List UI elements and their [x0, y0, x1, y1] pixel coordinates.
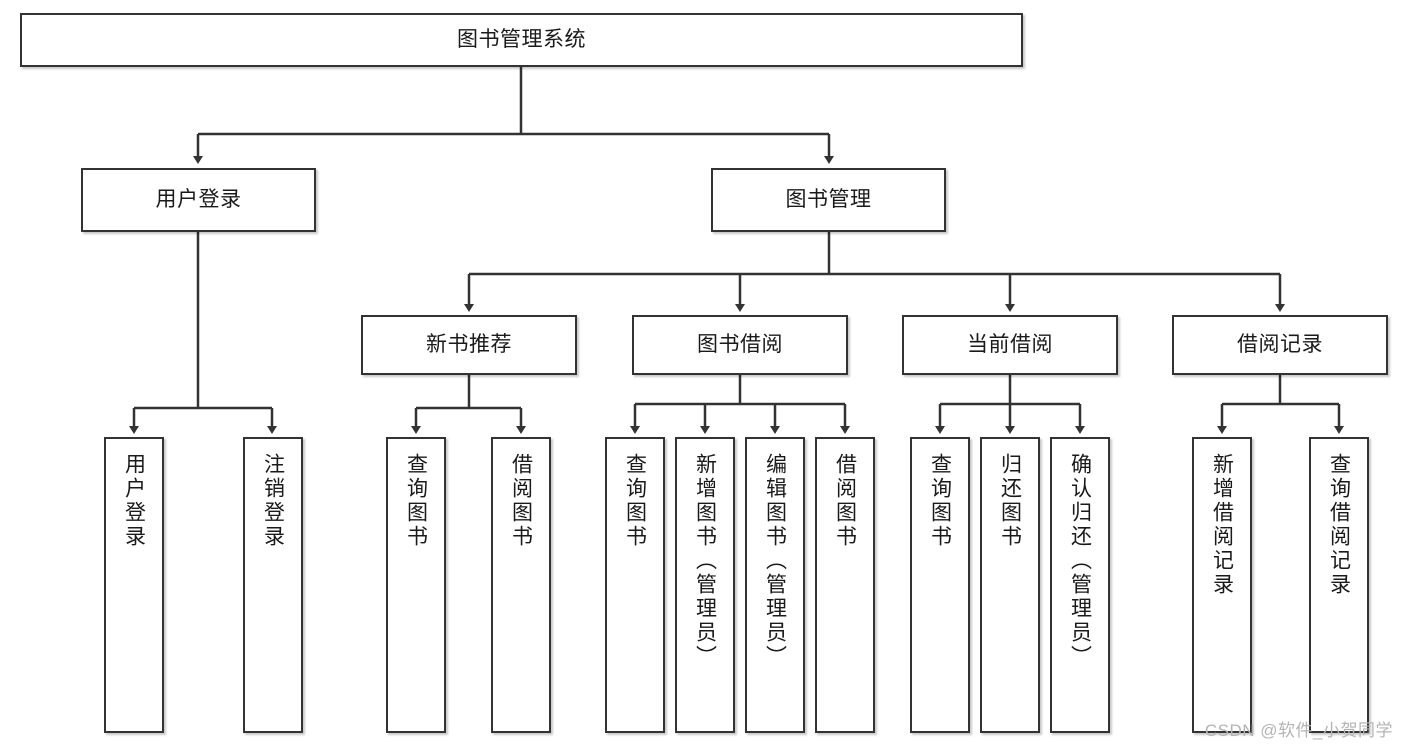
node-label: 图书管理: [785, 187, 872, 211]
node-label: 用户登录: [122, 453, 146, 549]
node-user-login[interactable]: 用户登录: [81, 168, 316, 232]
node-label: 新书推荐: [426, 332, 512, 356]
node-label: 编辑图书（管理员）: [763, 453, 787, 669]
leaf-new-book-borrow-book[interactable]: 借阅图书: [491, 437, 551, 733]
leaf-book-borrow-add-book[interactable]: 新增图书（管理员）: [675, 437, 735, 733]
leaf-borrow-record-add-record[interactable]: 新增借阅记录: [1192, 437, 1252, 733]
leaf-current-borrow-query-book[interactable]: 查询图书: [910, 437, 970, 733]
leaf-user-login-logout[interactable]: 注销登录: [243, 437, 303, 733]
leaf-borrow-record-query-record[interactable]: 查询借阅记录: [1309, 437, 1369, 733]
node-label: 新增图书（管理员）: [693, 453, 717, 669]
node-book-borrow[interactable]: 图书借阅: [632, 315, 848, 375]
node-label: 确认归还（管理员）: [1068, 453, 1092, 669]
node-new-book-recommend[interactable]: 新书推荐: [361, 315, 577, 375]
node-label: 当前借阅: [967, 332, 1053, 356]
node-label: 查询图书: [928, 453, 952, 549]
node-label: 图书管理系统: [457, 27, 586, 51]
node-label: 注销登录: [261, 453, 285, 549]
node-label: 归还图书: [998, 453, 1022, 549]
leaf-user-login-login[interactable]: 用户登录: [104, 437, 164, 733]
node-root-system[interactable]: 图书管理系统: [20, 13, 1023, 67]
leaf-book-borrow-edit-book[interactable]: 编辑图书（管理员）: [745, 437, 805, 733]
leaf-book-borrow-borrow-book[interactable]: 借阅图书: [815, 437, 875, 733]
leaf-new-book-query-book[interactable]: 查询图书: [386, 437, 446, 733]
leaf-current-borrow-confirm-return[interactable]: 确认归还（管理员）: [1050, 437, 1110, 733]
leaf-current-borrow-return-book[interactable]: 归还图书: [980, 437, 1040, 733]
node-label: 借阅图书: [509, 453, 533, 549]
node-label: 借阅记录: [1237, 332, 1323, 356]
csdn-watermark: CSDN @软件_小贺同学: [1204, 721, 1393, 740]
node-label: 查询图书: [404, 453, 428, 549]
node-label: 用户登录: [155, 187, 242, 211]
node-label: 查询借阅记录: [1327, 453, 1351, 597]
node-label: 图书借阅: [697, 332, 783, 356]
node-current-borrow[interactable]: 当前借阅: [902, 315, 1118, 375]
node-label: 新增借阅记录: [1210, 453, 1234, 597]
node-label: 查询图书: [623, 453, 647, 549]
node-borrow-record[interactable]: 借阅记录: [1172, 315, 1388, 375]
leaf-book-borrow-query-book[interactable]: 查询图书: [605, 437, 665, 733]
node-book-management[interactable]: 图书管理: [711, 168, 946, 232]
node-label: 借阅图书: [833, 453, 857, 549]
